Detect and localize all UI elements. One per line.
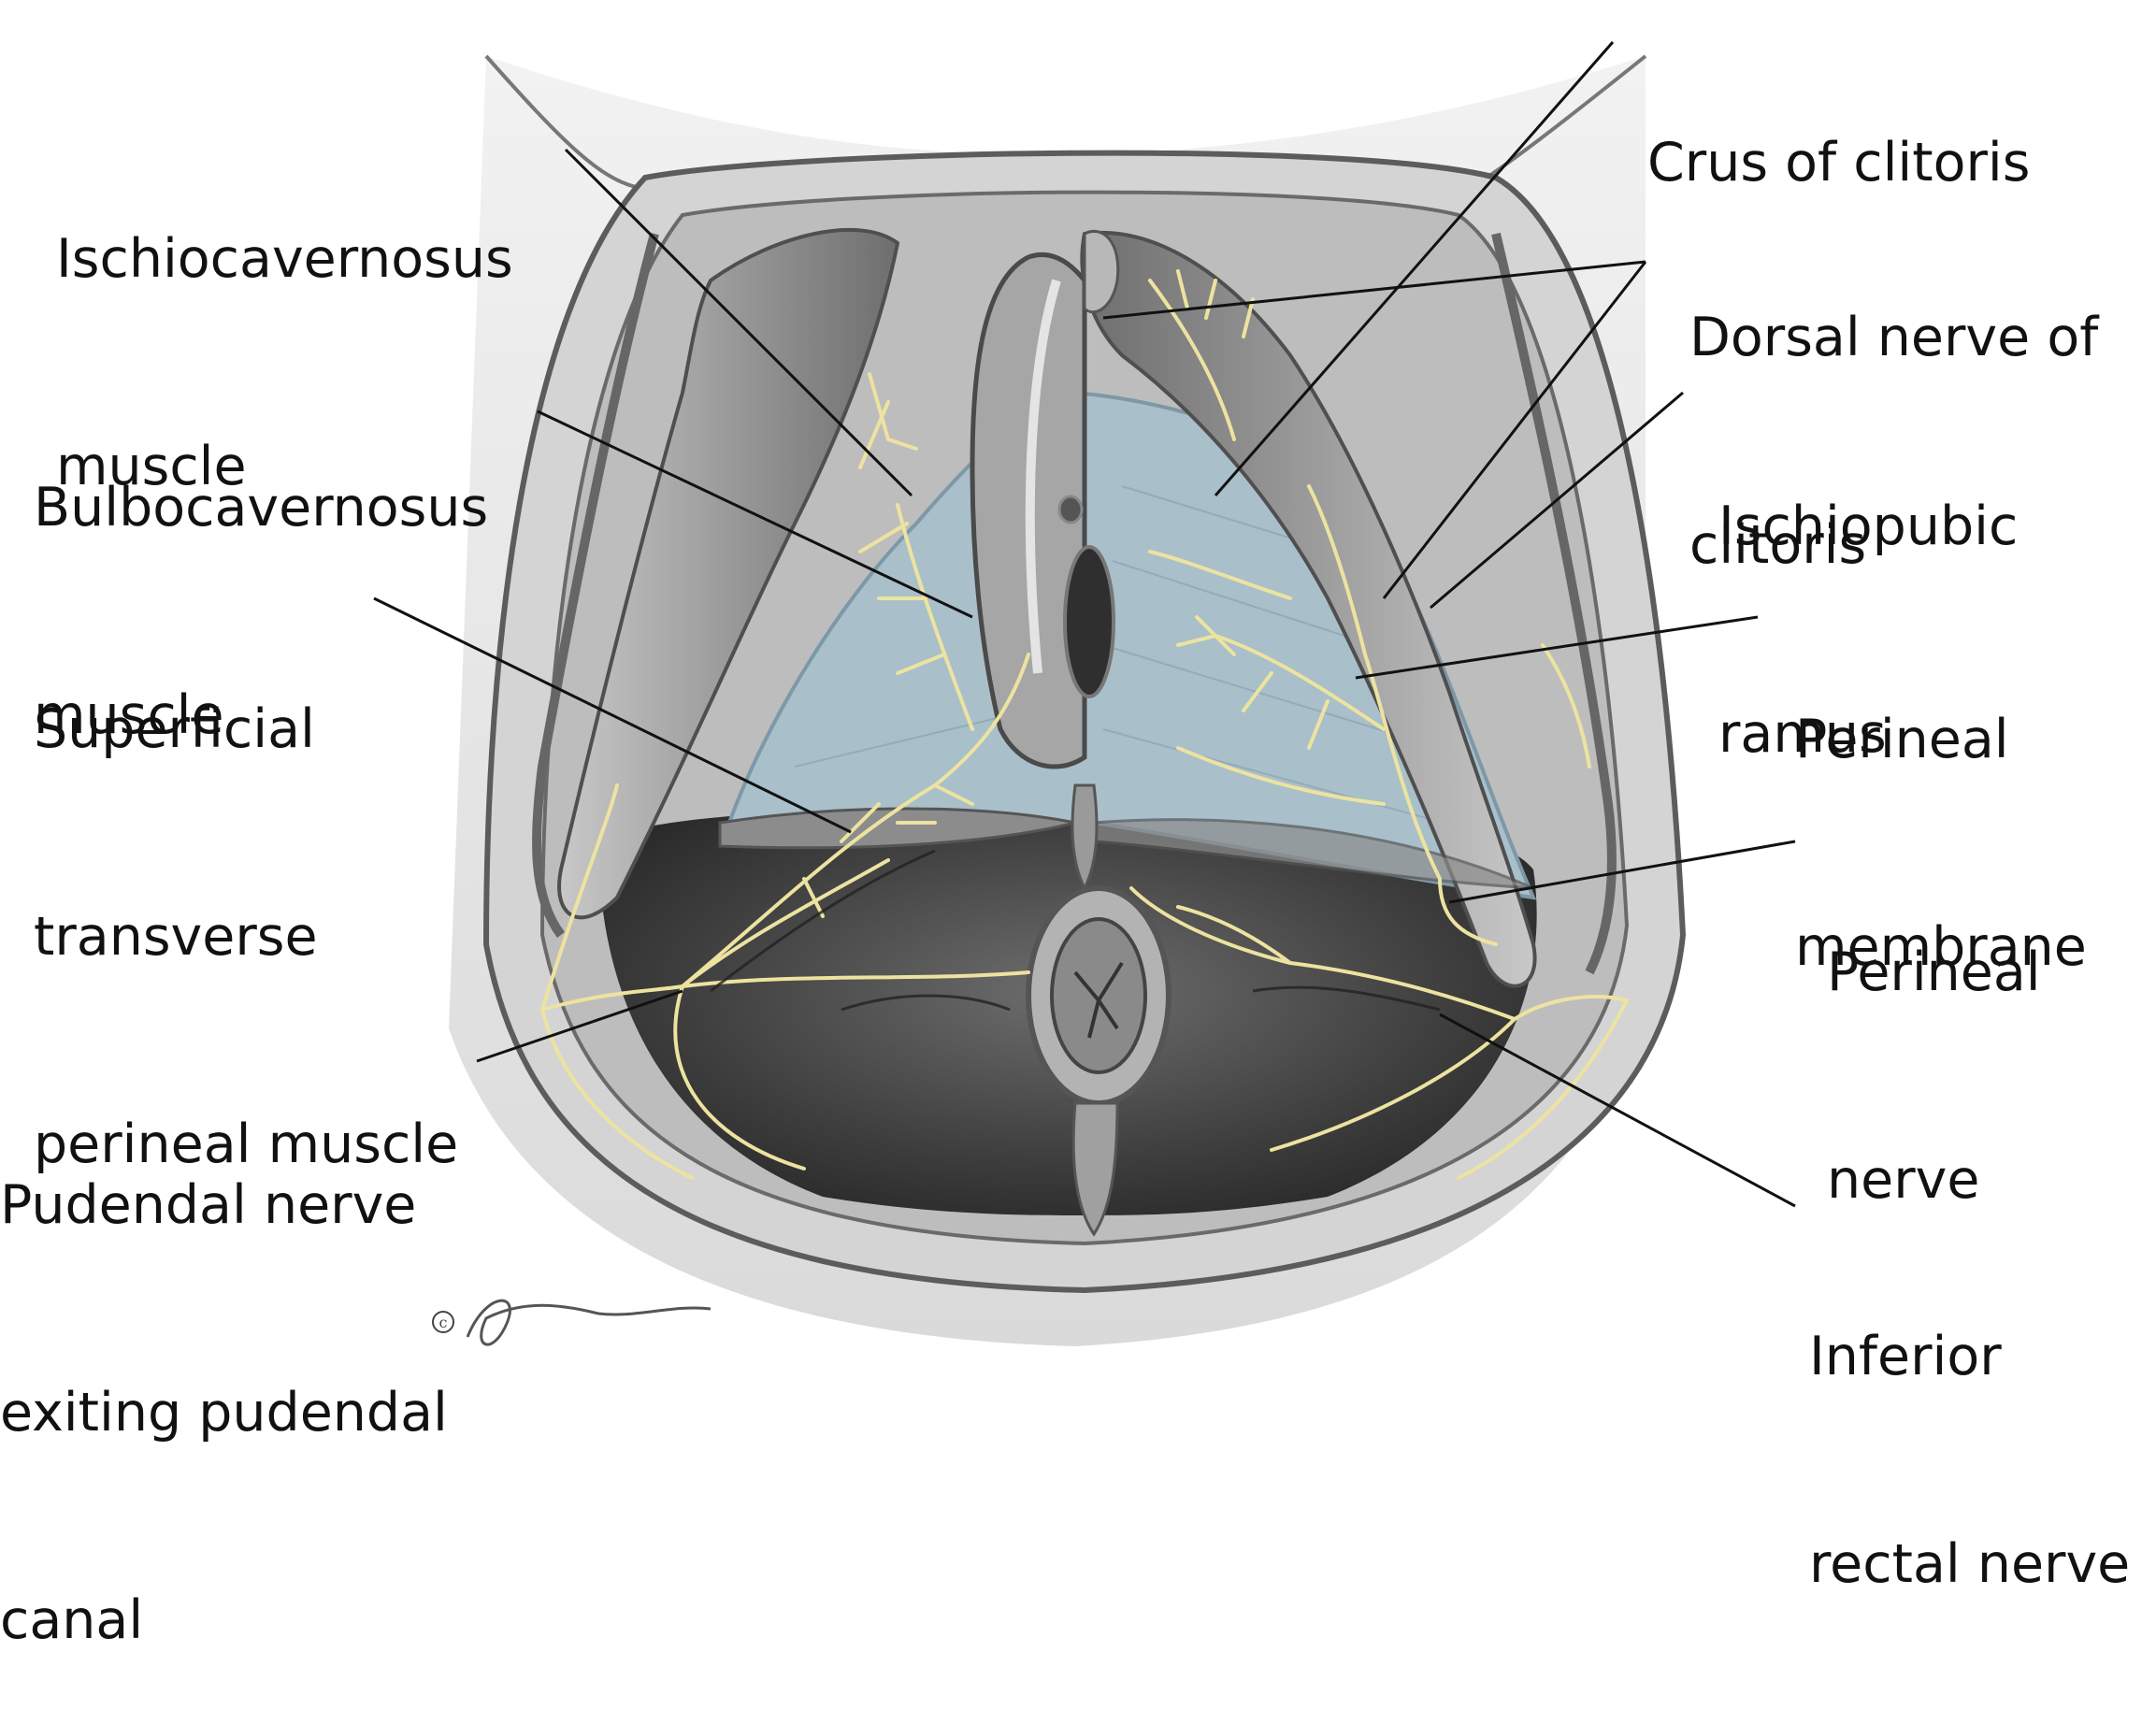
label-ischiocavernosus-muscle: Ischiocavernosus muscle xyxy=(56,86,513,570)
label-line: rectal nerve xyxy=(1809,1533,2131,1595)
label-line: Ischiopubic xyxy=(1718,496,2019,557)
label-pudendal-nerve: Pudendal nerve exiting pudendal canal xyxy=(0,1032,448,1724)
label-line: Dorsal nerve of xyxy=(1689,307,2099,368)
label-line: perineal muscle xyxy=(34,1113,459,1175)
left-ramus-outer xyxy=(532,232,659,938)
leader-ischiocavernosus xyxy=(564,148,913,497)
urethral-opening xyxy=(1057,495,1084,524)
vaginal-orifice xyxy=(1063,545,1115,698)
leader-dorsal-2 xyxy=(1382,261,1647,599)
leader-membrane xyxy=(1355,615,1759,680)
label-line: nerve xyxy=(1827,1149,1980,1211)
right-ischiocavernosus xyxy=(1080,230,1537,988)
label-perineal-membrane: Perineal membrane xyxy=(1795,567,2087,1051)
label-superficial-transverse-perineal-muscle: Superficial transverse perineal muscle xyxy=(34,556,458,1248)
label-crus-of-clitoris: Crus of clitoris xyxy=(1647,0,2030,266)
label-line: ramus xyxy=(1718,703,1887,765)
label-line: clitoris xyxy=(1689,514,1867,576)
label-line: canal xyxy=(0,1589,144,1651)
leader-crus xyxy=(1214,41,1615,496)
leader-pudendal xyxy=(476,989,683,1063)
leader-superficial xyxy=(373,596,852,834)
label-bulbocavernosus-muscle: Bulbocavernosus muscle xyxy=(34,335,488,819)
label-ischiopubic-ramus: Ischiopubic ramus xyxy=(1718,353,2018,838)
vestibule-edge xyxy=(1025,279,1061,674)
label-line: exiting pudendal xyxy=(0,1382,448,1444)
label-line: Pudendal nerve xyxy=(0,1174,417,1236)
perineum-illustration: c xyxy=(373,41,1796,1346)
label-line: Inferior xyxy=(1809,1326,2002,1387)
label-line: transverse xyxy=(34,906,318,968)
label-line: muscle xyxy=(34,684,224,746)
label-line: Ischiocavernosus xyxy=(56,228,513,290)
label-dorsal-nerve-of-clitoris: Dorsal nerve of clitoris xyxy=(1689,165,2098,649)
anococcygeal-body xyxy=(1071,1101,1119,1237)
nerves xyxy=(540,269,1629,1180)
label-line: membrane xyxy=(1795,916,2087,978)
label-line: Superficial xyxy=(34,698,315,760)
leader-bulbocavernosus xyxy=(537,409,973,619)
leader-ischiopubic xyxy=(1430,391,1684,610)
label-line: Perineal xyxy=(1795,709,2009,770)
anal-folds xyxy=(1073,961,1124,1039)
leader-lines xyxy=(373,41,1796,1208)
label-line: Bulbocavernosus xyxy=(34,477,489,539)
right-ramus-outer xyxy=(1491,232,1617,975)
svg-text:c: c xyxy=(439,1314,448,1331)
label-line: Perineal xyxy=(1827,941,2041,1003)
label-perineal-nerve: Perineal nerve xyxy=(1827,799,2041,1284)
leader-perineal-nerve xyxy=(1448,840,1796,904)
label-inferior-rectal-nerve: Inferior rectal nerve xyxy=(1809,1184,2130,1668)
leader-dorsal-1 xyxy=(1102,260,1646,320)
leader-rectal xyxy=(1439,1013,1796,1208)
clitoris-glans xyxy=(1083,230,1120,314)
vessels xyxy=(710,849,1441,1012)
anus-inner xyxy=(1050,917,1147,1074)
label-line: muscle xyxy=(56,436,247,497)
artist-signature: c xyxy=(432,1299,711,1346)
label-line: Crus of clitoris xyxy=(1647,132,2031,194)
